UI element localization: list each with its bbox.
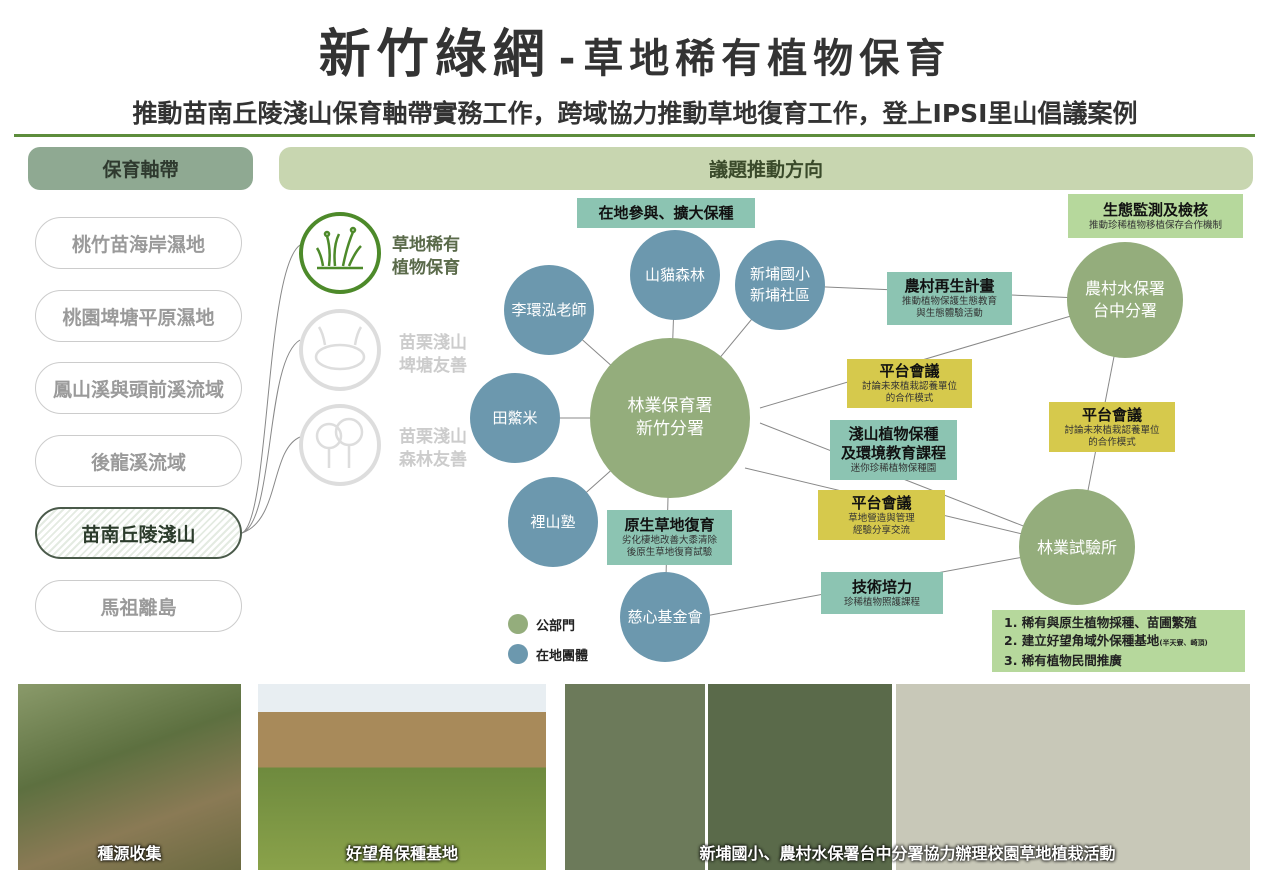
node-cat-forest: 山貓森林: [630, 230, 720, 320]
box-shallow-mountain: 淺山植物保種及環境教育課程迷你珍稀植物保種園: [830, 420, 957, 480]
axis-item[interactable]: 後龍溪流域: [35, 435, 242, 487]
photo-school-planting: 新埔國小、農村水保署台中分署協力辦理校園草地植栽活動: [565, 684, 1250, 870]
divider: [14, 134, 1255, 137]
node-xinpu: 新埔國小新埔社區: [735, 240, 825, 330]
left-header: 保育軸帶: [28, 147, 253, 190]
legend-public: 公部門: [508, 614, 575, 634]
axis-item[interactable]: 桃園埤塘平原濕地: [35, 290, 242, 342]
title-main: 新竹綠網: [318, 25, 551, 85]
legend-local: 在地團體: [508, 644, 588, 664]
theme-label-active: 草地稀有植物保育: [392, 235, 460, 278]
box-rural: 農村再生計畫推動植物保護生態教育與生態體驗活動: [887, 272, 1012, 325]
node-tfri: 林業試驗所: [1019, 489, 1135, 605]
title-sub: 草地稀有植物保育: [583, 36, 952, 82]
theme-label: 苗栗淺山埤塘友善: [399, 333, 467, 376]
box-tech-training: 技術培力珍稀植物照護課程: [821, 572, 943, 614]
box-platform-1: 平台會議討論未來植栽認養單位的合作模式: [847, 359, 972, 408]
legend-dot: [508, 614, 528, 634]
node-tianbie-rice: 田鱉米: [470, 373, 560, 463]
box-monitor: 生態監測及檢核推動珍稀植物移植保存合作機制: [1068, 194, 1243, 238]
box-platform-3: 平台會議草地營造與管理經驗分享交流: [818, 490, 945, 540]
forest-icon: [299, 404, 381, 486]
axis-item-selected[interactable]: 苗南丘陵淺山: [35, 507, 242, 559]
title-dash: -: [558, 36, 576, 82]
page-title: 新竹綠網-草地稀有植物保育: [0, 12, 1270, 87]
photo-seed-collection: 種源收集: [18, 684, 241, 870]
box-grassland-restoration: 原生草地復育劣化棲地改善大黍清除後原生草地復育試驗: [607, 510, 732, 565]
axis-item[interactable]: 鳳山溪與頭前溪流域: [35, 362, 242, 414]
box-tasks: 1. 稀有與原生植物採種、苗圃繁殖 2. 建立好望角域外保種基地(半天寮、崎頂)…: [992, 610, 1245, 672]
node-forestry-hsinchu: 林業保育署新竹分署: [590, 338, 750, 498]
node-cixin: 慈心基金會: [620, 572, 710, 662]
grassland-plant-icon: [299, 212, 381, 294]
pond-icon: [299, 309, 381, 391]
theme-label: 苗栗淺山森林友善: [399, 427, 467, 470]
right-header: 議題推動方向: [279, 147, 1253, 190]
node-lishan: 裡山塾: [508, 477, 598, 567]
subtitle: 推動苗南丘陵淺山保育軸帶實務工作，跨域協力推動草地復育工作，登上IPSI里山倡議…: [132, 99, 1138, 128]
photo-cape-base: 好望角保種基地: [258, 684, 546, 870]
box-platform-2: 平台會議討論未來植栽認養單位的合作模式: [1049, 402, 1175, 452]
axis-item[interactable]: 馬祖離島: [35, 580, 242, 632]
box-local: 在地參與、擴大保種: [577, 198, 755, 228]
node-teacher-lee: 李環泓老師: [504, 265, 594, 355]
axis-item[interactable]: 桃竹苗海岸濕地: [35, 217, 242, 269]
node-swcb: 農村水保署台中分署: [1067, 242, 1183, 358]
legend-dot: [508, 644, 528, 664]
